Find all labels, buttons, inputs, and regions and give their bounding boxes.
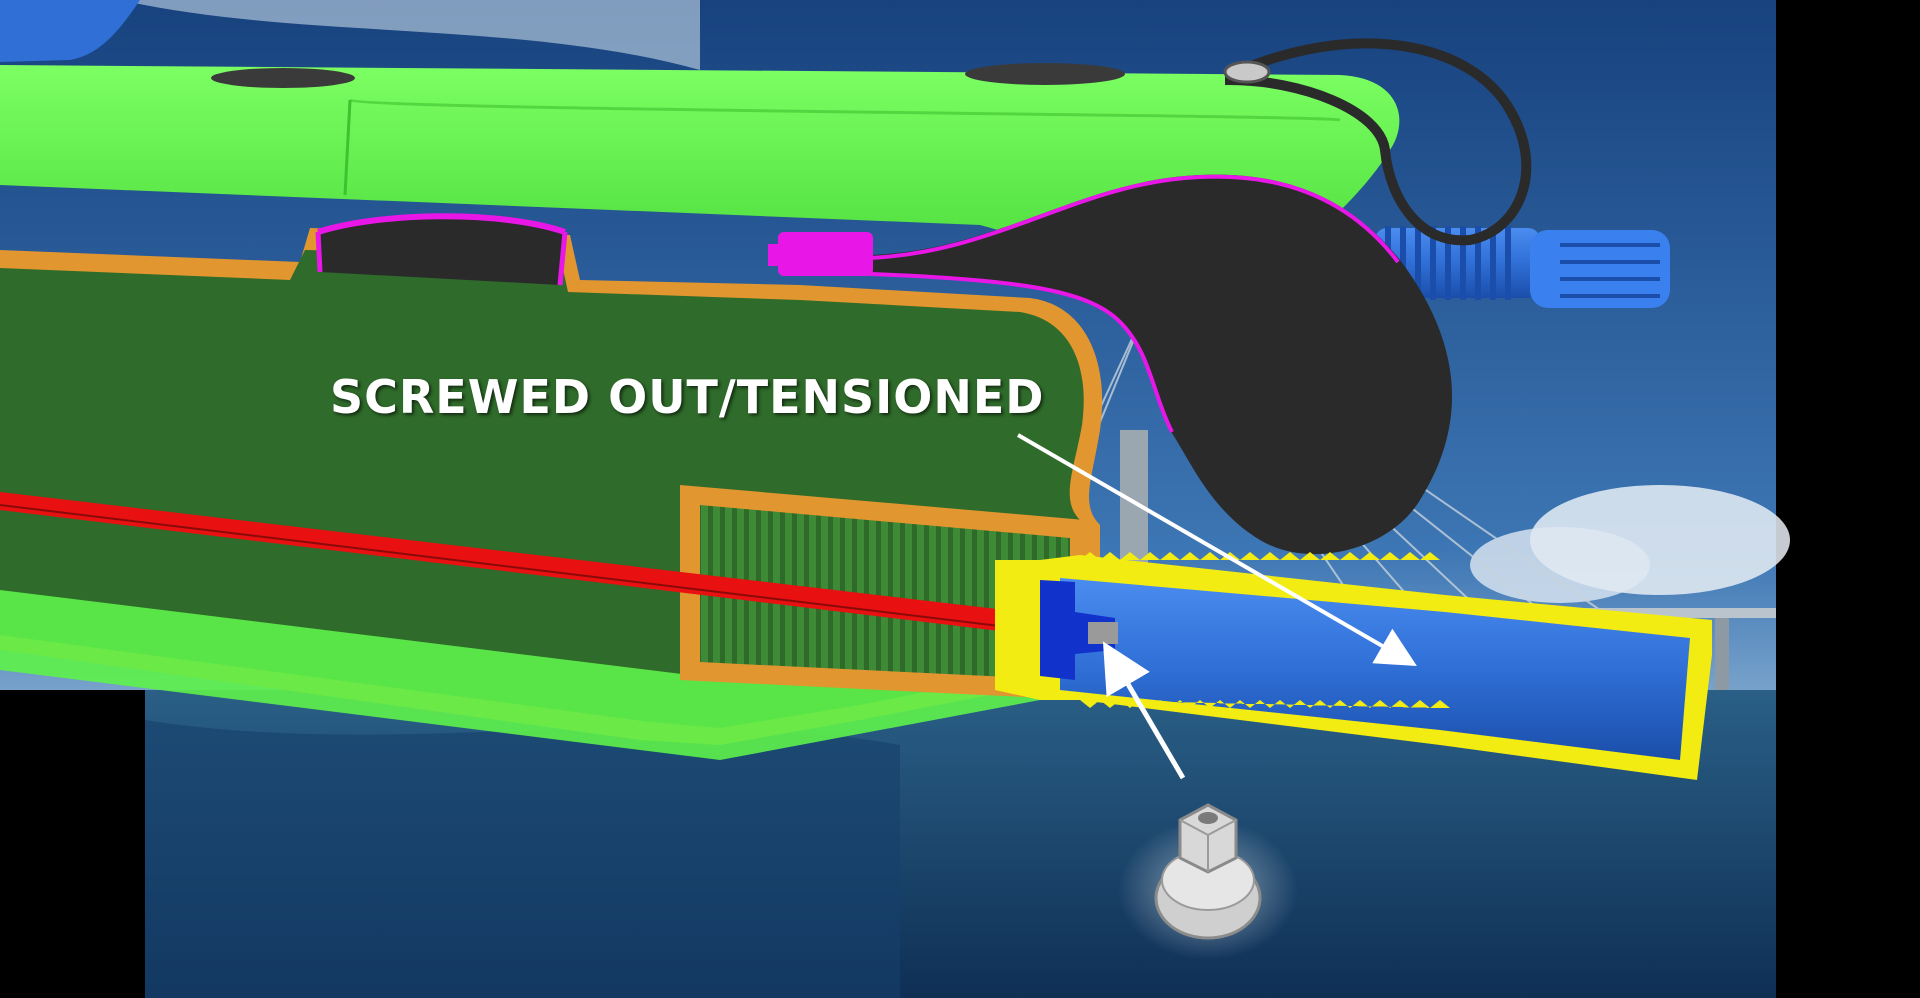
cutaway-body: [0, 228, 1103, 760]
pointer-arrows: [1016, 433, 1417, 780]
housing-button: [211, 68, 355, 88]
upper-threaded-rod: [1375, 226, 1670, 308]
rubber-band: [768, 38, 1532, 555]
band-rivet: [1223, 60, 1271, 84]
pointer-arrow-icon: [1102, 641, 1186, 780]
hex-nut-icon: [1118, 803, 1298, 960]
pocket-cutout: [315, 213, 568, 286]
housing-button: [965, 63, 1125, 85]
band-clamp: [778, 232, 873, 276]
tensioner-tube: [995, 552, 1712, 780]
pointer-arrow-icon: [1016, 433, 1417, 667]
diagram-caption: SCREWED OUT/TENSIONED: [330, 370, 1045, 424]
red-shaft: [0, 492, 1091, 642]
